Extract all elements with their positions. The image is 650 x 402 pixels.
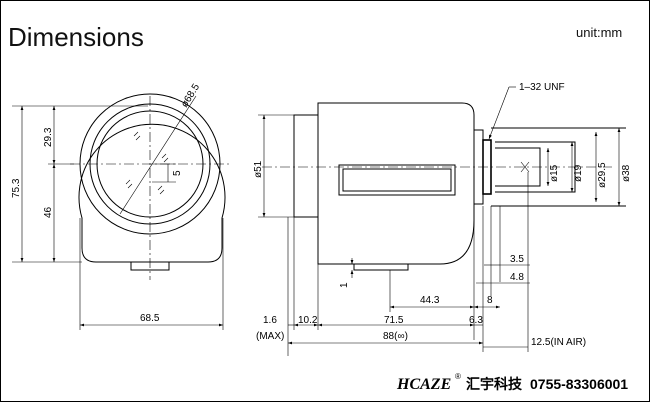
- glass-hatch: [125, 131, 169, 195]
- side-mount-block: [353, 263, 409, 271]
- dim-side-1: 1: [339, 282, 350, 288]
- dim-front-height-total: 75.3: [11, 178, 22, 198]
- dim-side-88: 88(∞): [383, 331, 408, 342]
- dim-side-44-3: 44.3: [420, 295, 440, 306]
- dim-side-d15: ø15: [549, 164, 560, 182]
- page-title: Dimensions: [8, 22, 144, 52]
- dim-side-d38: ø38: [621, 164, 632, 182]
- brand-footer: HCAZE ® 汇宇科技 0755-83306001: [396, 372, 628, 393]
- dim-side-8: 8: [487, 295, 493, 306]
- company-name: 汇宇科技: [466, 376, 523, 392]
- dim-front-width: 68.5: [140, 313, 160, 324]
- side-rear-tube: [491, 127, 626, 207]
- front-view: ø68.5 5 75.3 29.3 46 68.5: [11, 82, 232, 330]
- brand-registered-mark: ®: [455, 372, 461, 381]
- thread-leader: [488, 86, 510, 140]
- brand-logo: HCAZE: [396, 376, 451, 393]
- side-label-inner: [342, 168, 452, 192]
- focal-point-mark: [520, 161, 530, 173]
- diameter-leader: [119, 95, 197, 215]
- dim-front-diameter: ø68.5: [179, 82, 202, 110]
- dim-side-d29-5: ø29.5: [597, 162, 608, 188]
- side-front-flange: [293, 114, 319, 218]
- dim-side-body-diameter: ø51: [253, 160, 264, 178]
- side-view: 1–32 UNF ø51 ø15 ø19 ø29.5 ø38 3.5: [253, 82, 632, 356]
- dim-side-3-5: 3.5: [510, 254, 524, 265]
- dim-side-1-6: 1.6: [263, 315, 277, 326]
- unit-label: unit:mm: [576, 25, 622, 40]
- dim-side-6-3: 6.3: [469, 315, 483, 326]
- dim-front-height-upper: 29.3: [43, 127, 54, 147]
- dim-side-71-5: 71.5: [384, 315, 404, 326]
- dim-side-10-2: 10.2: [298, 315, 318, 326]
- dim-side-12-5: 12.5(IN AIR): [531, 337, 586, 348]
- dim-side-1-6-note: (MAX): [256, 331, 284, 342]
- company-phone: 0755-83306001: [530, 376, 628, 392]
- thread-spec: 1–32 UNF: [519, 82, 565, 93]
- dim-side-d19: ø19: [573, 164, 584, 182]
- dim-front-inner-offset: 5: [172, 170, 183, 176]
- side-label-window: [338, 164, 456, 196]
- dim-front-height-lower: 46: [43, 206, 54, 218]
- dim-side-4-8: 4.8: [510, 272, 524, 283]
